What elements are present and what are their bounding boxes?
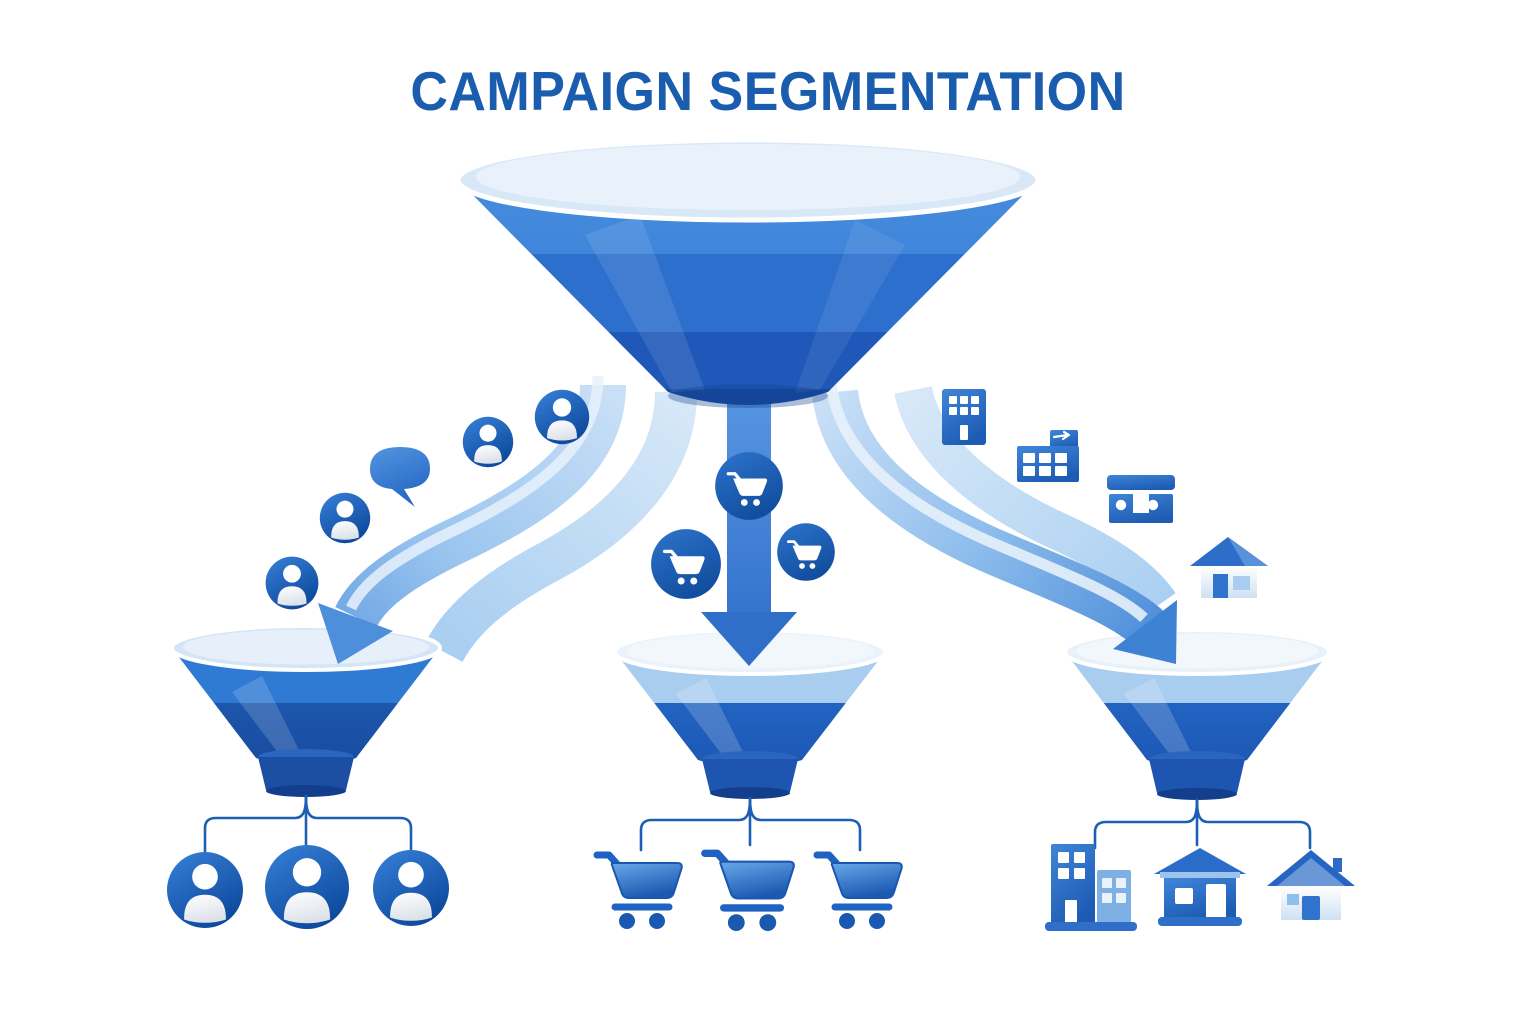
page-title: CAMPAIGN SEGMENTATION	[410, 61, 1126, 123]
office-building-icon	[942, 389, 986, 445]
person-icon	[462, 416, 514, 468]
shopping-cart-icon	[597, 855, 682, 929]
shopping-cart-circle-icon	[775, 521, 837, 583]
storefront-icon	[1107, 475, 1175, 523]
person-icon	[319, 492, 371, 544]
shop-house-icon	[1154, 848, 1246, 926]
main-funnel	[455, 137, 1041, 408]
person-icon	[373, 850, 449, 926]
person-icon	[265, 556, 319, 610]
shopping-cart-icon	[817, 855, 902, 929]
office-buildings-icon	[1045, 844, 1137, 931]
middle-branch-arrow	[701, 393, 797, 666]
commercial-building-icon	[1017, 430, 1079, 482]
middle-arrowhead	[701, 612, 797, 666]
shopping-cart-circle-icon	[713, 450, 785, 522]
house-icon	[1267, 850, 1355, 920]
left-sub-funnel	[170, 624, 442, 797]
decorative-ribbon-left	[425, 391, 697, 663]
person-icon	[167, 852, 243, 928]
right-connector-lines	[1093, 798, 1312, 850]
shopping-cart-circle-icon	[649, 527, 723, 601]
speech-bubble-icon	[370, 447, 430, 507]
house-icon	[1190, 537, 1268, 598]
right-branch-arrow	[812, 381, 1177, 664]
shopping-cart-icon	[705, 853, 794, 931]
decorative-ribbon-right	[894, 385, 1176, 616]
right-arrowhead	[1113, 600, 1177, 664]
right-sub-funnel	[1063, 628, 1331, 800]
middle-connector-lines	[639, 796, 862, 852]
person-icon	[265, 845, 349, 929]
person-icon	[534, 389, 590, 445]
left-arrowhead	[318, 603, 393, 664]
left-connector-lines	[203, 794, 413, 854]
